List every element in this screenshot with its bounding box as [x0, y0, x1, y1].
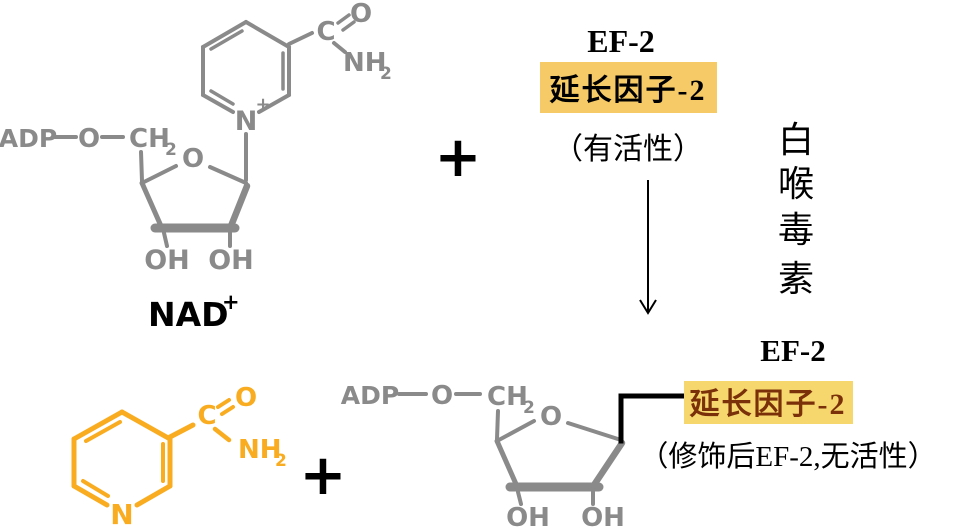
nicotinamide-amide-bonds [167, 398, 235, 443]
amide-c-label: C [197, 401, 216, 431]
nad-amide-bonds [287, 13, 356, 54]
bond [71, 483, 110, 508]
pyridine-ring-bonds [201, 20, 291, 182]
bond-wedge [590, 439, 626, 489]
ch2-subscript: 2 [523, 398, 535, 418]
plus-sign-bottom: + [300, 443, 347, 508]
adp-ribose-molecule: ADP O CH 2 O OH OH [341, 381, 690, 530]
adp-label: ADP [341, 381, 399, 410]
bond [139, 150, 144, 183]
toxin-char-2: 喉 [778, 164, 814, 204]
bond [139, 180, 164, 229]
bond [140, 164, 178, 185]
bond [208, 165, 248, 185]
ef2-active-title: EF-2 [587, 23, 655, 59]
adp-ribose-chain-bonds [397, 392, 500, 441]
toxin-char-1: 白 [778, 120, 814, 160]
nicotinamide-molecule: N C O NH 2 [71, 383, 287, 530]
double-bond [341, 20, 356, 32]
bond [134, 483, 173, 508]
arrow-head [639, 299, 657, 315]
ef2-inactive-highlight [684, 381, 853, 424]
amide-c-label: C [316, 17, 335, 47]
nicotinamide-ring-bonds [71, 409, 173, 508]
double-bond [216, 398, 231, 409]
ether-o-label: O [78, 124, 100, 154]
bond [287, 31, 314, 46]
oh-right-label: OH [581, 503, 625, 530]
ribose-o-label: O [182, 144, 204, 174]
bond [119, 409, 173, 442]
ef2-inactive-factor: 延长因子-2 [689, 388, 847, 421]
ring-n-label: N [235, 106, 258, 137]
nad-ribose-bonds [139, 164, 251, 248]
double-bond-inner [209, 29, 244, 51]
bond [494, 438, 519, 487]
ef2-active-factor: 延长因子-2 [549, 74, 707, 107]
ef2-linkage-bond [618, 393, 690, 444]
ether-o-label: O [431, 381, 453, 411]
bond [332, 41, 347, 54]
ef2-inactive-status: （修饰后EF-2,无活性） [639, 440, 936, 473]
bond [566, 421, 623, 442]
toxin-char-3: 毒 [778, 210, 814, 250]
bond [71, 409, 125, 442]
nad-caption: NAD [148, 295, 229, 334]
nicotinamide-n-label: N [110, 498, 133, 530]
adp-label: ADP [0, 124, 57, 153]
bond [495, 419, 536, 443]
ch2-label: CH [129, 124, 170, 154]
ch2-label: CH [487, 382, 528, 412]
diphtheria-toxin-label: 白 喉 毒 素 [778, 120, 814, 299]
toxin-char-4: 素 [778, 259, 814, 299]
ef2-inactive-block: EF-2 延长因子-2 （修饰后EF-2,无活性） [639, 333, 936, 473]
ef2-active-status: （有活性） [553, 133, 703, 166]
ch2-subscript: 2 [165, 140, 177, 160]
double-bond-inner [84, 420, 122, 443]
double-bond-inner [209, 89, 235, 106]
bond [162, 231, 169, 248]
bond [244, 20, 291, 49]
amide-nh2-subscript: 2 [380, 64, 392, 84]
bond [201, 93, 235, 114]
bond [257, 93, 291, 114]
double-bond [336, 13, 351, 25]
bond [167, 422, 196, 440]
amide-nh2-subscript: 2 [275, 451, 287, 471]
ef2-active-highlight [540, 62, 717, 113]
amide-nh2-label: NH [238, 435, 282, 465]
oh-left-label: OH [506, 503, 550, 530]
amide-o-label: O [350, 0, 372, 29]
oh-right-label: OH [208, 245, 254, 276]
nad-molecule: ADP O CH 2 N + C O NH 2 [0, 0, 392, 334]
ribose-o-label: O [540, 402, 562, 432]
ef2-active-block: EF-2 延长因子-2 （有活性） [540, 23, 717, 166]
oh-left-label: OH [144, 245, 190, 276]
amide-o-label: O [235, 383, 257, 413]
ef2-inactive-title: EF-2 [760, 333, 825, 368]
double-bond-inner [81, 479, 110, 498]
bond [212, 426, 232, 443]
reaction-arrow [639, 180, 657, 315]
double-bond [220, 405, 235, 416]
ring-n-charge: + [255, 94, 270, 115]
bond [495, 409, 500, 441]
bond [201, 20, 248, 49]
bond [516, 490, 523, 506]
amide-nh2-label: NH [343, 48, 387, 78]
bond-wedge [227, 182, 251, 230]
nad-chain-bonds [53, 135, 144, 183]
adp-ribose-ring-bonds [494, 419, 626, 506]
nad-caption-charge: + [222, 290, 240, 314]
plus-sign-top: + [435, 125, 482, 190]
